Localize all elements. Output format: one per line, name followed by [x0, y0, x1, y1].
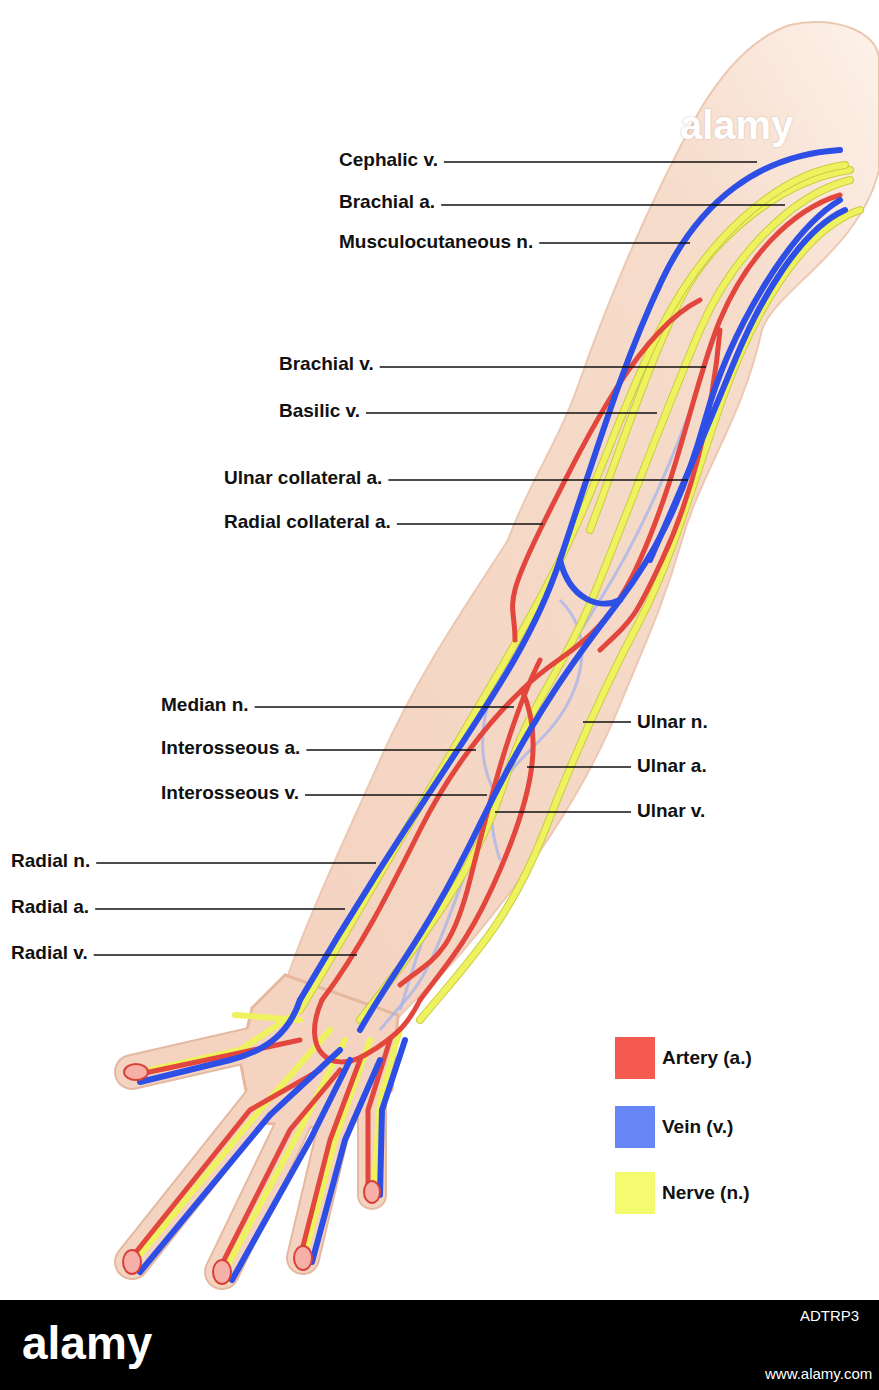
structure-label: Brachial v.: [279, 352, 374, 376]
leader-line: [96, 862, 376, 864]
structure-label: Radial v.: [11, 941, 88, 965]
watermark-bar: [0, 1300, 879, 1390]
nerves: [140, 165, 860, 1265]
leader-line: [255, 706, 514, 708]
structure-label: Ulnar n.: [637, 710, 708, 734]
leader-line: [495, 811, 631, 813]
leader-lines: [94, 162, 785, 955]
structure-label: Ulnar a.: [637, 754, 707, 778]
leader-line: [583, 721, 631, 723]
legend-label: Nerve (n.): [662, 1181, 750, 1205]
watermark-url: www.alamy.com: [765, 1365, 872, 1383]
legend-label: Artery (a.): [662, 1046, 752, 1070]
legend-entry: Nerve (n.): [615, 1172, 855, 1214]
image-id: ADTRP3: [800, 1307, 859, 1325]
legend-swatch: [615, 1106, 655, 1148]
leader-line: [527, 766, 631, 768]
legend-entry: Vein (v.): [615, 1106, 855, 1148]
legend-label: Vein (v.): [662, 1115, 733, 1139]
watermark: alamy: [680, 103, 793, 147]
leader-line: [380, 366, 706, 368]
leader-line: [441, 204, 785, 206]
structure-label: Basilic v.: [279, 399, 360, 423]
legend-swatch: [615, 1037, 655, 1079]
leader-line: [366, 412, 657, 414]
leader-line: [444, 161, 757, 163]
structure-label: Radial a.: [11, 895, 89, 919]
structure-label: Ulnar v.: [637, 799, 705, 823]
structure-label: Brachial a.: [339, 190, 435, 214]
fingertip-beds: [123, 1064, 380, 1284]
leader-line: [539, 242, 690, 244]
structure-label: Musculocutaneous n.: [339, 230, 533, 254]
leader-line: [306, 749, 476, 751]
leader-line: [388, 479, 688, 481]
leader-line: [94, 954, 357, 956]
structure-label: Interosseous v.: [161, 781, 299, 805]
structure-label: Ulnar collateral a.: [224, 466, 382, 490]
structure-label: Interosseous a.: [161, 736, 300, 760]
leader-line: [305, 794, 487, 796]
structure-label: Cephalic v.: [339, 148, 438, 172]
leader-line: [397, 523, 543, 525]
structure-label: Radial n.: [11, 849, 90, 873]
legend-entry: Artery (a.): [615, 1037, 855, 1079]
structure-label: Median n.: [161, 693, 249, 717]
leader-line: [95, 908, 345, 910]
watermark-logo: alamy: [22, 1317, 152, 1369]
structure-label: Radial collateral a.: [224, 510, 391, 534]
legend-swatch: [615, 1172, 655, 1214]
veins: [140, 150, 845, 1280]
